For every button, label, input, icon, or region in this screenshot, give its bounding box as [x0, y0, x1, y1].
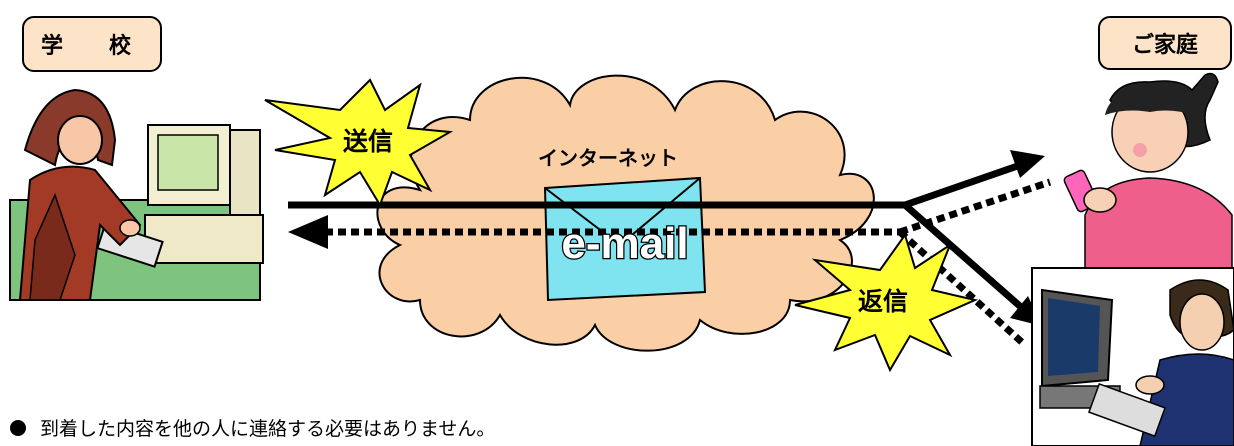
- send-burst: [264, 78, 454, 208]
- teacher-at-computer-icon: [9, 88, 264, 301]
- woman-with-phone-icon: [1063, 72, 1233, 271]
- internet-label: インターネット: [538, 147, 678, 170]
- note: 到着した内容を他の人に連絡する必要はありません。: [10, 414, 495, 441]
- man-at-computer-icon: [1031, 267, 1234, 446]
- reply-label: 返信: [858, 288, 908, 316]
- school-label-text: 学 校: [40, 34, 143, 59]
- bullet-icon: [10, 419, 26, 436]
- home-label: ご家庭: [1098, 16, 1232, 70]
- school-label: 学 校: [22, 16, 162, 72]
- home-label-text: ご家庭: [1131, 33, 1198, 58]
- reply-burst: [794, 232, 979, 373]
- reply-arrow: [288, 178, 1052, 348]
- email-label: e-mail: [561, 219, 688, 268]
- send-label: 送信: [343, 127, 393, 156]
- note-text: 到着した内容を他の人に連絡する必要はありません。: [40, 418, 496, 440]
